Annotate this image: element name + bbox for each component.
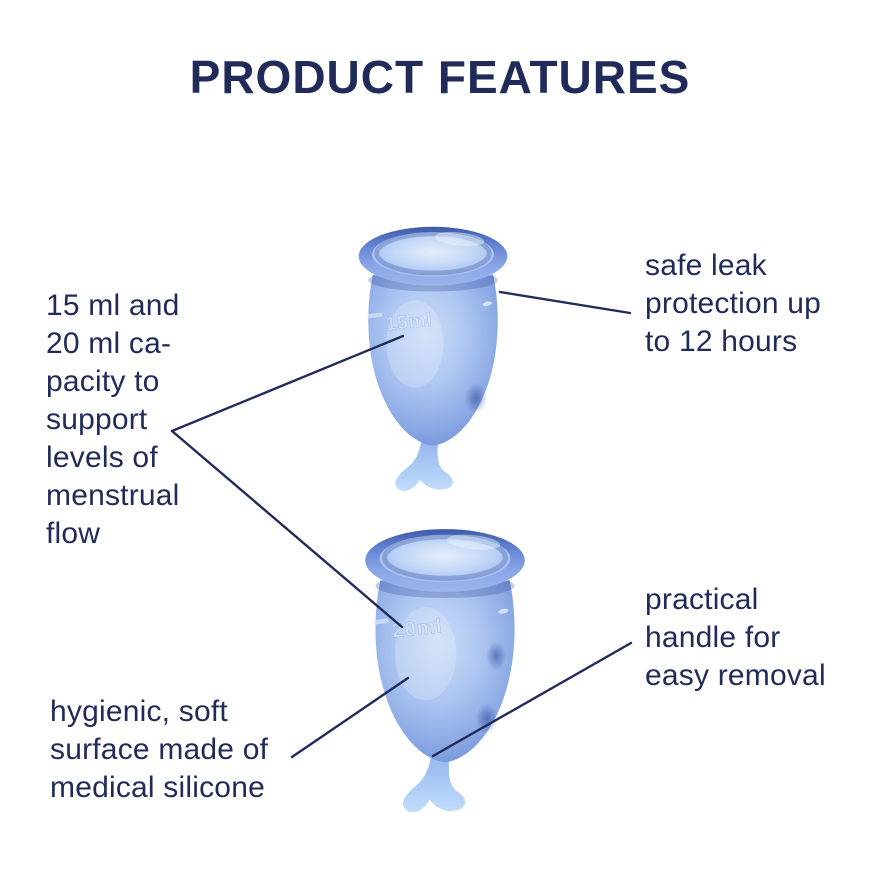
feature-text-line: menstrual (46, 479, 180, 512)
cup-handle (403, 749, 466, 813)
feature-text-line: easy removal (645, 659, 826, 692)
cup-volume-marking: 15ml (385, 310, 434, 336)
feature-leak-protection: safe leak protection up to 12 hours (645, 247, 821, 361)
cup-opening (372, 231, 494, 277)
rim-highlight (435, 232, 485, 247)
menstrual-cup-top: 15ml (358, 226, 508, 491)
feature-text-line: safe leak (645, 249, 767, 282)
cup-handle (395, 436, 453, 491)
feature-practical-handle: practical handle for easy removal (645, 581, 826, 695)
feature-text-line: 20 ml ca- (46, 327, 172, 360)
menstrual-cup-bottom: 20ml (365, 529, 525, 813)
feature-text-line: surface made of (50, 733, 269, 766)
feature-text-line: support (46, 403, 148, 436)
feature-text-line: levels of (46, 441, 158, 474)
cup-opening-shadow-ring (374, 231, 492, 276)
body-shadow-spot (464, 382, 488, 414)
feature-text-line: hygienic, soft (50, 695, 228, 728)
rim-highlight (447, 534, 501, 550)
feature-text-line: flow (46, 517, 101, 550)
feature-capacity: 15 ml and 20 ml ca- pacity to support le… (46, 287, 180, 553)
page-title: PRODUCT FEATURES (189, 51, 691, 103)
marking-dash (367, 312, 383, 319)
feature-text-line: pacity to (46, 365, 160, 398)
feature-text-line: to 12 hours (645, 325, 798, 358)
cup-opening (379, 534, 511, 583)
feature-hygienic-surface: hygienic, soft surface made of medical s… (50, 693, 268, 807)
feature-text-line: handle for (645, 621, 781, 654)
body-shadow-spot (485, 641, 507, 670)
air-hole (482, 301, 492, 307)
feature-text-line: practical (645, 583, 759, 616)
air-hole (498, 608, 509, 614)
body-shadow-spot (475, 703, 499, 734)
feature-text-line: protection up (645, 287, 822, 320)
feature-text-line: 15 ml and (46, 289, 180, 322)
feature-text-line: medical silicone (50, 771, 265, 804)
leader-leak-protection (498, 290, 632, 315)
